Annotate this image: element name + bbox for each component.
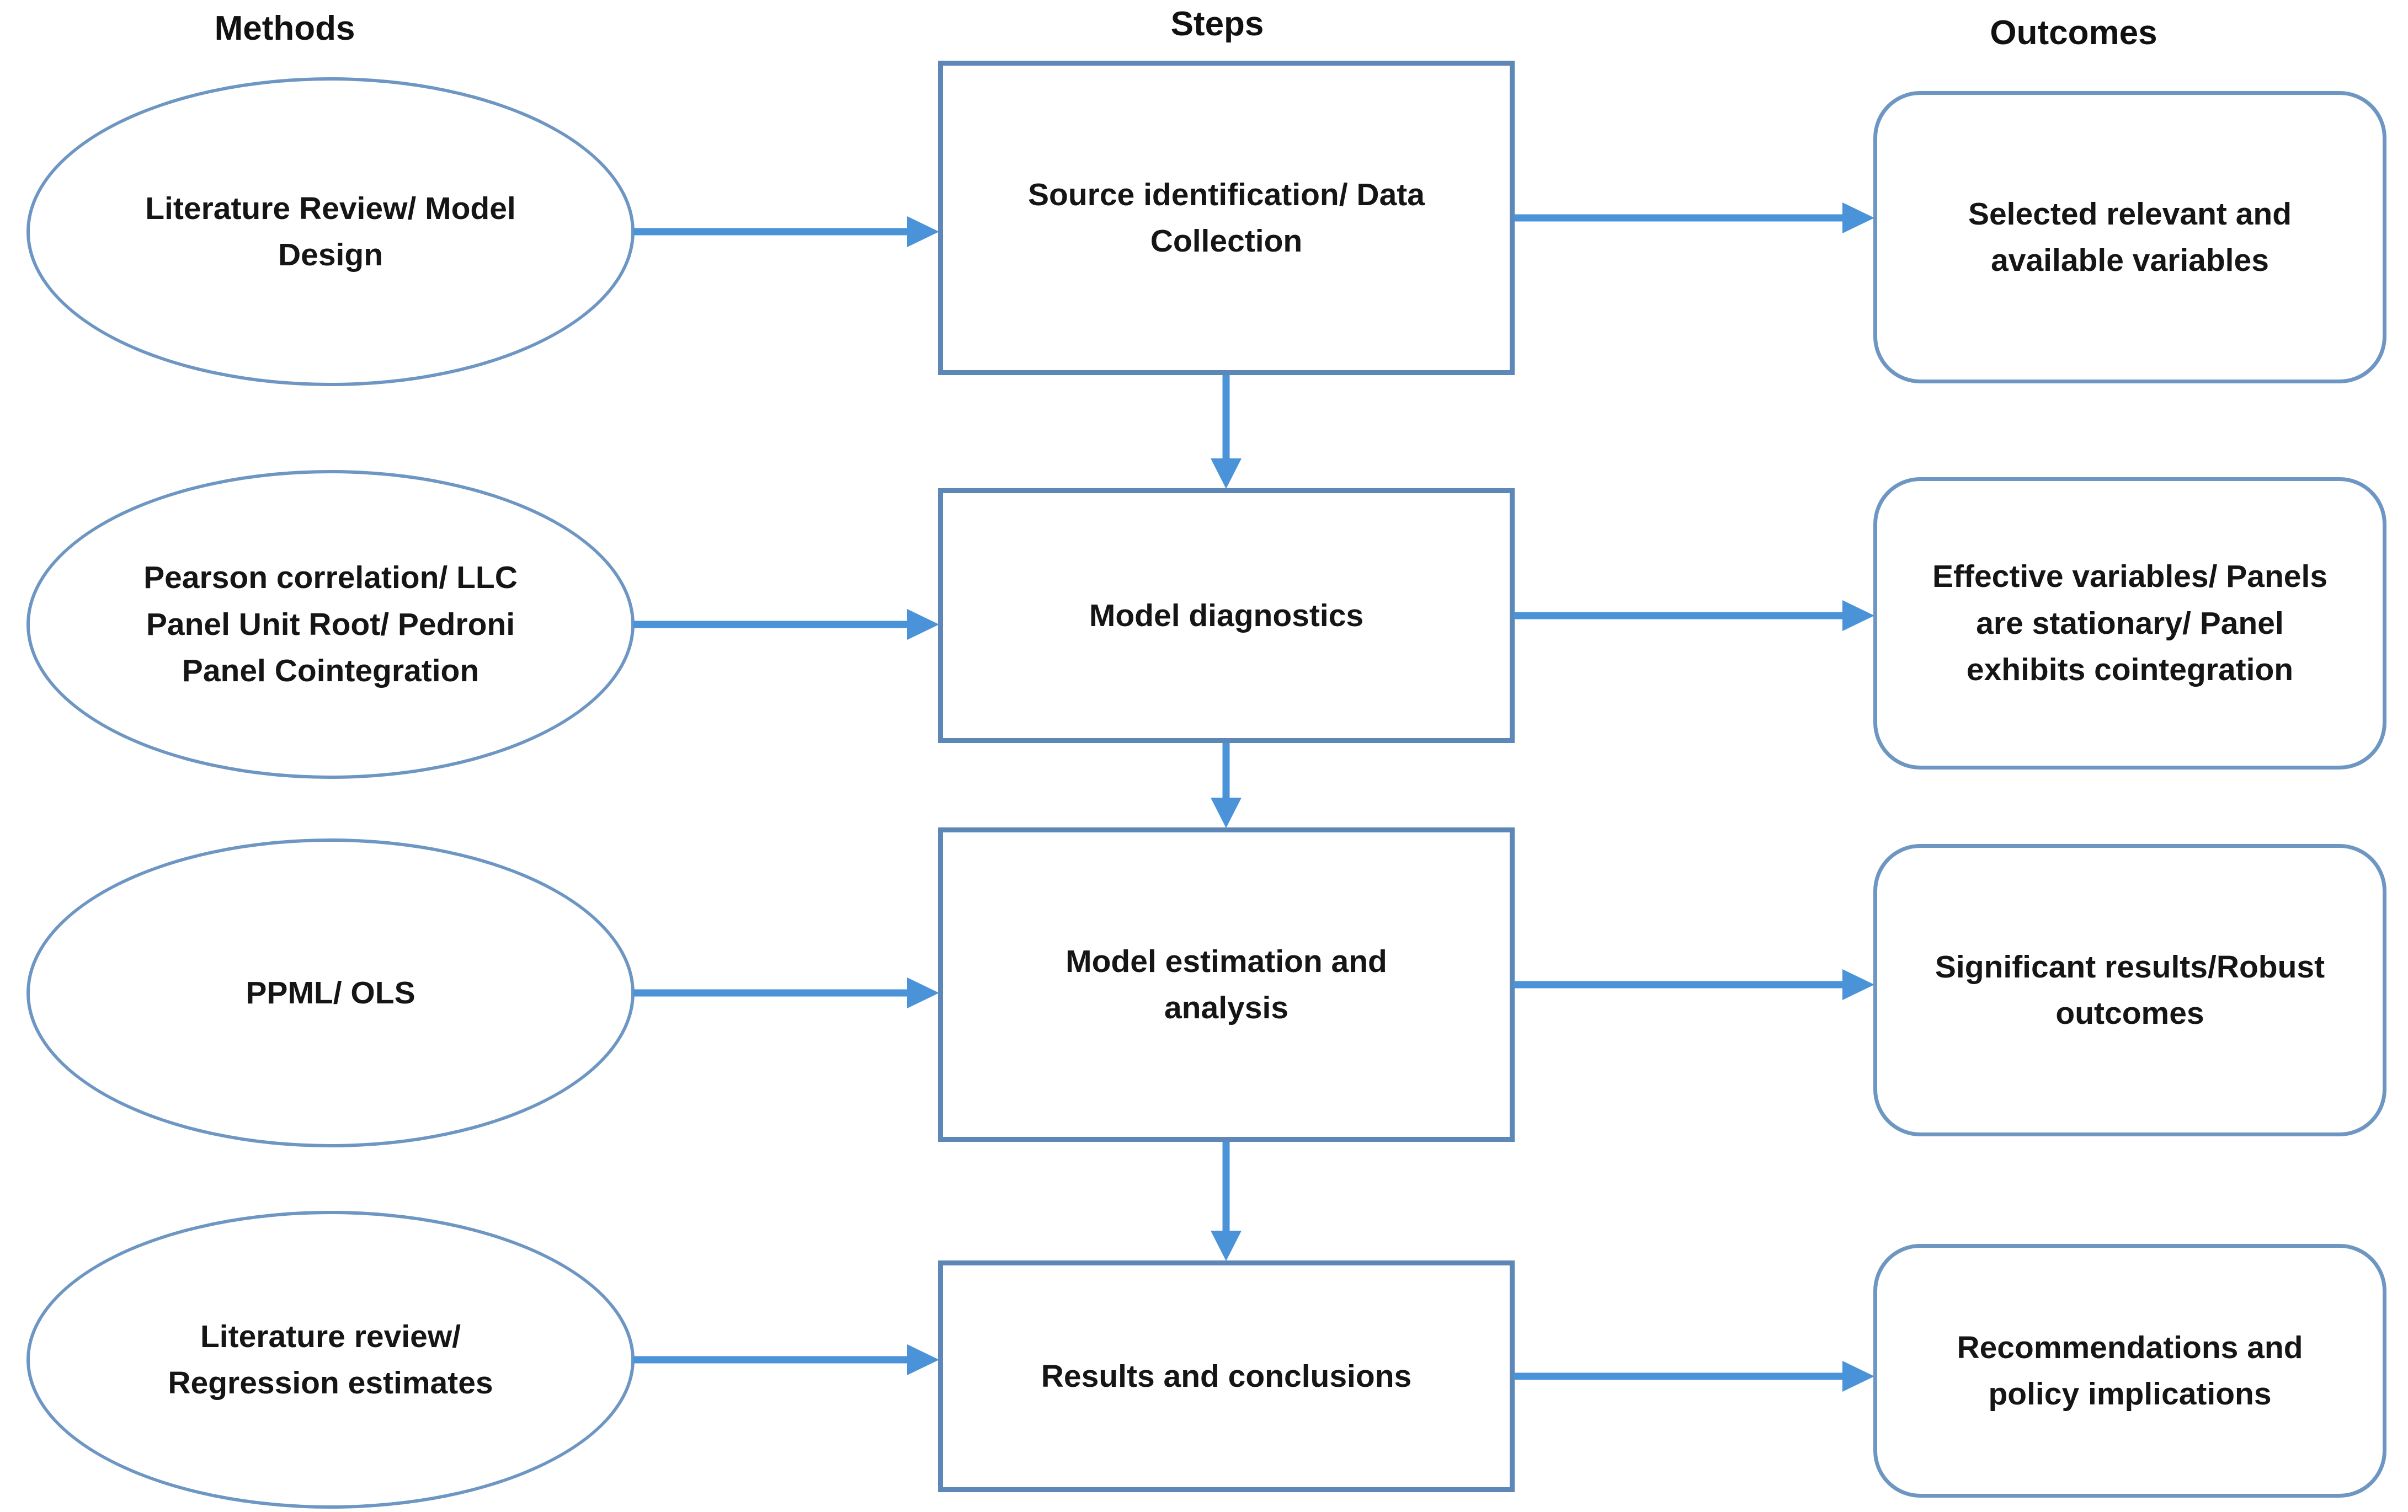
outcome-node-2-label: Effective variables/ Panels are stationa… bbox=[1932, 559, 2328, 688]
outcome-node-3-label: Significant results/Robust outcomes bbox=[1935, 949, 2325, 1031]
step-node-3-label: Model estimation and analysis bbox=[1066, 943, 1387, 1025]
column-header-outcomes: Outcomes bbox=[1990, 14, 2157, 52]
arrow-method4-to-step4-icon bbox=[633, 1344, 939, 1375]
method-node-3: PPML/ OLS bbox=[26, 838, 635, 1147]
outcome-node-1: Selected relevant and available variable… bbox=[1873, 91, 2386, 383]
arrow-step1-to-outcome1-icon bbox=[1514, 202, 1874, 233]
arrow-step2-to-step3-icon bbox=[1211, 743, 1242, 828]
method-node-3-label: PPML/ OLS bbox=[246, 975, 415, 1011]
step-node-2-label: Model diagnostics bbox=[1089, 597, 1364, 633]
step-node-4-label: Results and conclusions bbox=[1041, 1358, 1412, 1394]
column-header-methods: Methods bbox=[214, 9, 355, 47]
arrow-step3-to-outcome3-icon bbox=[1514, 969, 1874, 1000]
outcome-node-4-label: Recommendations and policy implications bbox=[1957, 1329, 2303, 1412]
step-node-4: Results and conclusions bbox=[938, 1260, 1515, 1492]
outcome-node-2: Effective variables/ Panels are stationa… bbox=[1873, 477, 2386, 770]
method-node-1: Literature Review/ Model Design bbox=[26, 77, 635, 386]
step-node-1: Source identification/ Data Collection bbox=[938, 61, 1515, 375]
outcome-node-1-label: Selected relevant and available variable… bbox=[1968, 196, 2292, 278]
step-node-1-label: Source identification/ Data Collection bbox=[1028, 177, 1425, 259]
arrow-step4-to-outcome4-icon bbox=[1514, 1361, 1874, 1392]
arrow-step1-to-step2-icon bbox=[1211, 375, 1242, 489]
column-header-steps: Steps bbox=[1170, 5, 1264, 43]
arrow-step3-to-step4-icon bbox=[1211, 1142, 1242, 1261]
step-node-2: Model diagnostics bbox=[938, 488, 1515, 743]
method-node-2: Pearson correlation/ LLC Panel Unit Root… bbox=[26, 470, 635, 779]
arrow-method3-to-step3-icon bbox=[633, 977, 939, 1008]
method-node-1-label: Literature Review/ Model Design bbox=[145, 190, 516, 273]
arrow-method2-to-step2-icon bbox=[633, 609, 939, 640]
outcome-node-3: Significant results/Robust outcomes bbox=[1873, 844, 2386, 1136]
method-node-4-label: Literature review/ Regression estimates bbox=[168, 1318, 493, 1401]
method-node-4: Literature review/ Regression estimates bbox=[26, 1211, 635, 1509]
outcome-node-4: Recommendations and policy implications bbox=[1873, 1244, 2386, 1498]
arrow-method1-to-step1-icon bbox=[633, 216, 939, 247]
method-node-2-label: Pearson correlation/ LLC Panel Unit Root… bbox=[143, 560, 518, 689]
step-node-3: Model estimation and analysis bbox=[938, 827, 1515, 1142]
arrow-step2-to-outcome2-icon bbox=[1514, 600, 1874, 631]
